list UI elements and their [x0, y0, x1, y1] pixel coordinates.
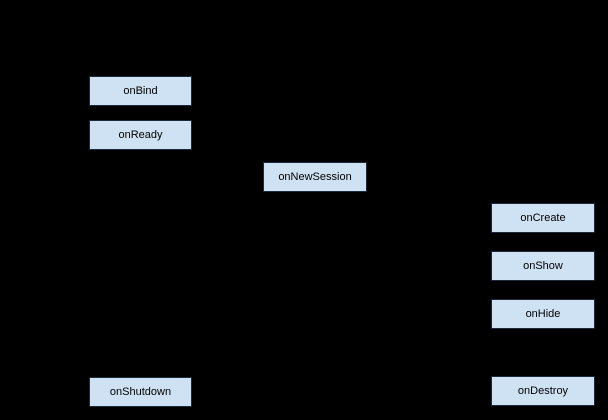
node-onshutdown: onShutdown: [89, 377, 192, 407]
node-onready: onReady: [89, 120, 192, 150]
node-onbind: onBind: [89, 76, 192, 106]
node-ondestroy: onDestroy: [491, 376, 595, 406]
node-onhide: onHide: [491, 299, 595, 329]
node-onshow: onShow: [491, 251, 595, 281]
node-oncreate: onCreate: [491, 203, 595, 233]
node-onnewsession: onNewSession: [263, 162, 367, 192]
